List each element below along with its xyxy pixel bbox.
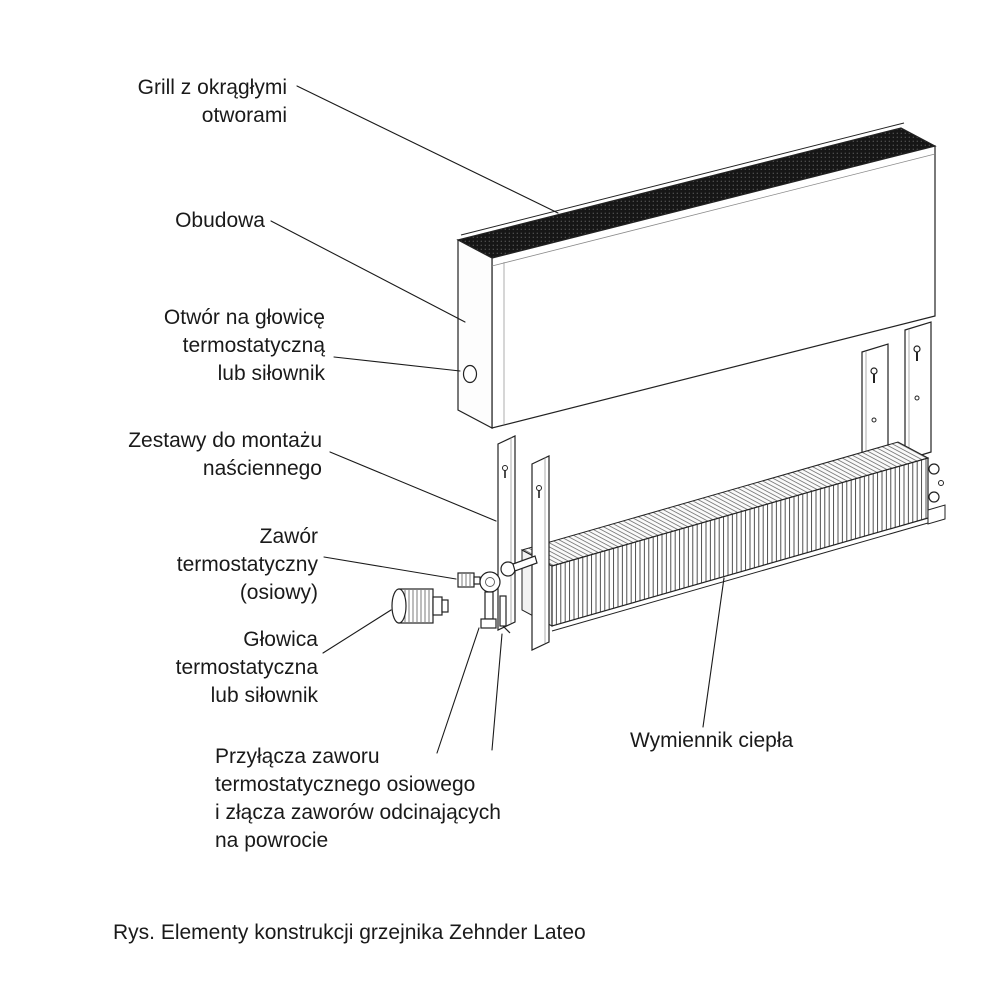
label-przylacza-line-2: termostatycznego osiowego xyxy=(215,773,476,796)
label-glowica-termostatyczna: Głowica termostatyczna lub siłownik xyxy=(176,626,318,710)
leader-zestawy xyxy=(329,451,497,522)
leader-przylacza-1 xyxy=(436,627,480,754)
label-otwor-glowica: Otwór na głowicę termostatyczną lub siło… xyxy=(164,304,325,388)
head-collar xyxy=(441,599,449,613)
label-przylacza-line-3: i złącza zaworów odcinających xyxy=(215,801,501,824)
label-zestawy-montazowe: Zestawy do montażu naściennego xyxy=(128,427,322,483)
label-zawor-termostatyczny: Zawór termostatyczny (osiowy) xyxy=(177,523,318,607)
leader-glowica xyxy=(322,609,392,654)
label-glowica-line-3: lub siłownik xyxy=(210,684,318,707)
label-grill: Grill z okrągłymi otworami xyxy=(138,74,287,130)
label-obudowa-line-1: Obudowa xyxy=(175,209,265,232)
label-przylacza-line-1: Przyłącza zaworu xyxy=(215,745,380,768)
label-grill-line-1: Grill z okrągłymi xyxy=(137,76,287,99)
head-neck xyxy=(432,596,443,616)
thermostatic-valve-group xyxy=(457,555,538,634)
heat-exchanger-group xyxy=(520,441,946,632)
exchanger-end-tab xyxy=(927,504,946,525)
valve-to-exchanger-pipe xyxy=(512,555,538,572)
figure-caption: Rys. Elementy konstrukcji grzejnika Zehn… xyxy=(113,921,586,944)
exchanger-bottom-edge xyxy=(551,522,929,632)
head-cap xyxy=(391,588,407,624)
label-zestawy-line-2: naściennego xyxy=(202,457,322,480)
pipe-stub-icon xyxy=(928,491,940,503)
rail-front-plate xyxy=(531,455,550,651)
leader-zawor xyxy=(323,556,457,580)
leader-przylacza-2 xyxy=(491,633,503,751)
bracket-rear-plate xyxy=(904,321,932,461)
leader-grill xyxy=(296,85,559,214)
label-wymiennik-ciepla: Wymiennik ciepła xyxy=(630,727,793,755)
thermostatic-head-group xyxy=(391,588,449,624)
label-zestawy-line-1: Zestawy do montażu xyxy=(128,429,322,452)
casing-front-fold-line xyxy=(491,153,936,267)
label-otwor-line-3: lub siłownik xyxy=(217,362,325,385)
label-glowica-line-2: termostatyczna xyxy=(175,656,318,679)
label-obudowa: Obudowa xyxy=(175,207,265,235)
label-glowica-line-1: Głowica xyxy=(243,628,318,651)
casing-group xyxy=(456,122,937,429)
leader-wymiennik xyxy=(702,577,725,728)
valve-body xyxy=(479,571,501,593)
valve-return-pipe xyxy=(484,591,494,620)
label-przylacza-line-4: na powrocie xyxy=(215,829,329,852)
thermostat-head-hole xyxy=(462,364,478,384)
label-zawor-line-1: Zawór xyxy=(259,525,318,548)
label-wymiennik-line-1: Wymiennik ciepła xyxy=(630,729,794,752)
valve-drop-pipe xyxy=(499,595,507,627)
casing-left-end-face xyxy=(457,239,493,429)
leader-lines xyxy=(270,85,725,754)
label-zawor-line-2: termostatyczny xyxy=(176,553,318,576)
valve-return-nut xyxy=(480,618,497,629)
label-otwor-line-2: termostatyczną xyxy=(182,334,325,357)
leader-obudowa xyxy=(270,220,466,323)
leader-otwor xyxy=(333,356,461,372)
casing-rear-top-edge xyxy=(460,122,905,236)
label-otwor-line-1: Otwór na głowicę xyxy=(163,306,325,329)
pipe-stub-icon xyxy=(928,463,940,475)
wall-mount-rails-left xyxy=(497,435,550,651)
label-grill-line-2: otworami xyxy=(201,104,287,127)
label-zawor-line-3: (osiowy) xyxy=(239,581,318,604)
label-przylacza: Przyłącza zaworu termostatycznego osiowe… xyxy=(215,743,501,855)
